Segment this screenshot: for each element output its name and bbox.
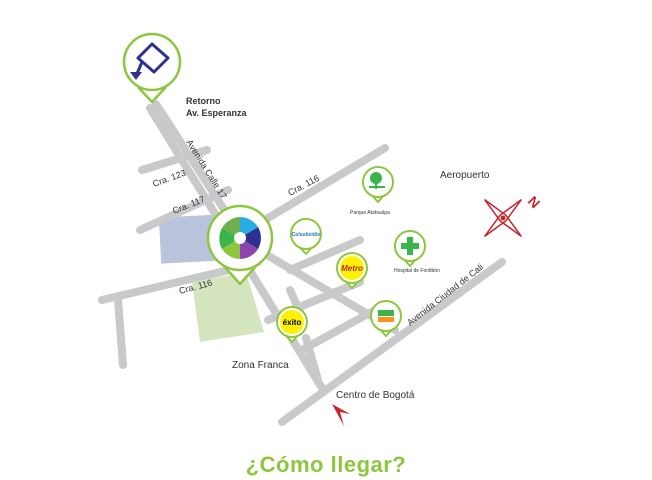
destination-logo-pin[interactable] (206, 204, 274, 286)
blue-zone (158, 214, 224, 264)
label-cra-123: Cra. 123 (151, 168, 187, 189)
road-cra-117 (136, 186, 232, 234)
medical-cross-icon (401, 237, 419, 255)
colsubsidio-logo: Colsubsidio (292, 232, 321, 238)
parque-label: Parque Atahualpa (350, 210, 390, 216)
park-bench-tree-icon (369, 172, 385, 189)
label-av-esperanza: Av. Esperanza (186, 108, 248, 118)
label-cra-117: Cra. 117 (171, 194, 206, 216)
direction-arrow-icon (332, 404, 350, 426)
exito-pin[interactable]: éxito (276, 306, 308, 343)
road-vertical-1 (302, 334, 322, 384)
label-zona-franca: Zona Franca (232, 360, 289, 371)
label-centro-de-bogota: Centro de Bogotá (336, 390, 415, 401)
green-zone (192, 272, 264, 342)
plaza-logo-icon (378, 310, 394, 322)
plaza-pin[interactable] (370, 300, 402, 337)
road-left-spur (114, 296, 127, 369)
hospital-label: Hospital de Fontibón (394, 268, 440, 274)
parque-pin[interactable] (362, 166, 394, 203)
compass-icon: N (484, 193, 543, 237)
hospital-pin[interactable] (394, 230, 426, 267)
page-title: ¿Cómo llegar? (245, 452, 407, 477)
road-cra-116-left (98, 261, 254, 304)
exito-logo: éxito (283, 318, 302, 327)
metro-pin[interactable]: Metro (336, 252, 368, 289)
colsubsidio-pin[interactable]: Colsubsidio (290, 218, 322, 255)
road-cra-116-upper (264, 144, 389, 222)
retorno-pin[interactable] (122, 32, 182, 104)
label-retorno: Retorno (186, 96, 221, 106)
road-cross-1 (286, 236, 364, 274)
company-logo-icon (219, 217, 261, 259)
road-cra-123 (138, 146, 211, 174)
road-avenida-ciudad-de-cali (278, 258, 506, 426)
road-cross-3 (298, 306, 379, 354)
label-aeropuerto: Aeropuerto (440, 170, 490, 181)
compass-north-label: N (525, 193, 543, 211)
metro-logo: Metro (341, 264, 363, 273)
